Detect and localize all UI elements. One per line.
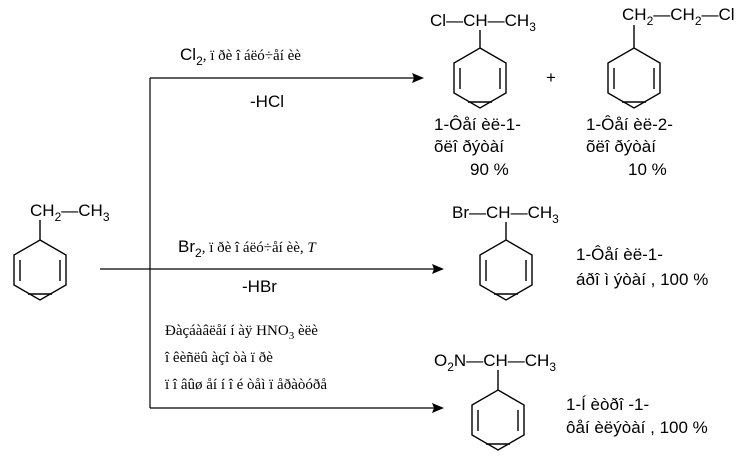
product-4-benzene-ring <box>471 389 525 451</box>
product-4-name-line2: ôåí èëýòàí , 100 % <box>566 418 708 437</box>
product-1-name-line1: 1-Ôåí èë-1- <box>434 115 521 134</box>
product-1-chloro: Cl—CH—CH3 1-Ôåí èë-1- õëî ðýòàí 90 % <box>430 11 536 179</box>
product-1-name-line2: õëî ðýòàí <box>434 137 504 156</box>
reactant-ethylbenzene: CH2—CH3 <box>13 201 110 301</box>
product-3-formula: Br—CH—CH3 <box>452 203 559 226</box>
plus-sign: + <box>546 68 556 87</box>
product-2-formula: CH2—CH2—Cl <box>622 5 735 28</box>
arrowhead-nitration <box>432 403 444 413</box>
product-2-name-line1: 1-Ôåí èë-2- <box>586 115 673 134</box>
reagent-nitration-line1: Ðàçáàâëåí í àÿ HNO3 èëè <box>165 323 318 342</box>
product-1-yield: 90 % <box>470 160 509 179</box>
reagent-bromination: Br2, ï ðè î áëó÷åí èè, T <box>178 237 317 260</box>
reagent-nitration-line3: ï î âûø åí í î é òåì ï åðàòóðå <box>164 377 327 393</box>
product-2-name-line2: õëî ðýòàí <box>586 137 656 156</box>
product-4-formula: O2N—CH—CH3 <box>434 351 556 374</box>
reagent-nitration-line2: î êèñëû àçî òà ï ðè <box>164 350 273 366</box>
reactant-benzene-ring <box>13 239 67 301</box>
product-2-benzene-ring <box>607 47 661 109</box>
product-1-formula: Cl—CH—CH3 <box>430 11 536 34</box>
reactant-ch2: CH2—CH3 <box>30 201 110 224</box>
product-4-name-line1: 1-Í èòðî -1- <box>566 395 649 414</box>
product-2-yield: 10 % <box>628 160 667 179</box>
product-3-bromo: Br—CH—CH3 1-Ôåí èë-1- áðî ì ýòàí , 100 % <box>452 203 708 301</box>
product-4-nitro: O2N—CH—CH3 1-Í èòðî -1- ôåí èëýòàí , 100… <box>434 351 708 451</box>
product-3-name-line1: 1-Ôåí èë-1- <box>576 245 663 264</box>
product-2-chloro: CH2—CH2—Cl 1-Ôåí èë-2- õëî ðýòàí 10 % <box>586 5 735 179</box>
reaction-arrows <box>100 73 444 413</box>
byproduct-hcl: -HCl <box>250 92 284 111</box>
arrowhead-bromination <box>432 264 444 274</box>
reagent-chlorination: Cl2, ï ðè î áëó÷åí èè <box>180 45 301 68</box>
product-3-benzene-ring <box>479 239 533 301</box>
product-1-benzene-ring <box>453 47 507 109</box>
product-3-name-line2: áðî ì ýòàí , 100 % <box>576 270 708 289</box>
byproduct-hbr: -HBr <box>242 277 277 296</box>
arrowhead-chlorination <box>412 73 424 83</box>
